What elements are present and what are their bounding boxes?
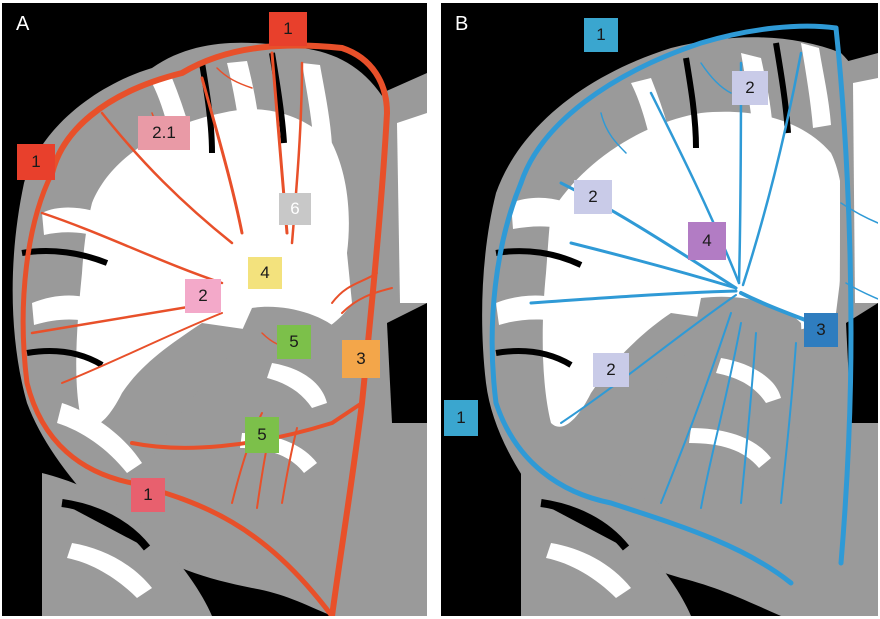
panel-b: B 1 2 2 4 3 2 1 (441, 3, 878, 616)
white-matter (542, 111, 844, 427)
territory-label: 2 (574, 180, 612, 214)
territory-label: 1 (131, 478, 165, 512)
territory-label: 2 (185, 279, 221, 313)
territory-label: 4 (688, 222, 726, 260)
venous-drainage-illustration (482, 23, 878, 616)
territory-label: 2 (593, 353, 629, 387)
territory-label: 5 (277, 325, 311, 359)
arterial-territories-illustration (12, 42, 427, 616)
panel-a: A 1 1 2.1 6 4 2 5 3 5 1 (2, 3, 427, 616)
territory-label: 3 (804, 313, 838, 347)
territory-label: 1 (269, 12, 307, 46)
territory-label: 3 (342, 340, 380, 378)
venous-network (489, 23, 878, 586)
territory-label: 5 (245, 417, 279, 453)
panel-letter-b: B (455, 13, 469, 35)
territory-label: 2.1 (138, 116, 190, 150)
territory-label: 1 (444, 400, 478, 436)
territory-label: 4 (248, 257, 282, 289)
territory-label: 1 (584, 18, 618, 52)
territory-label: 6 (279, 193, 311, 225)
territory-label: 2 (732, 71, 768, 105)
panel-letter-a: A (16, 13, 30, 35)
territory-label: 1 (17, 144, 55, 180)
